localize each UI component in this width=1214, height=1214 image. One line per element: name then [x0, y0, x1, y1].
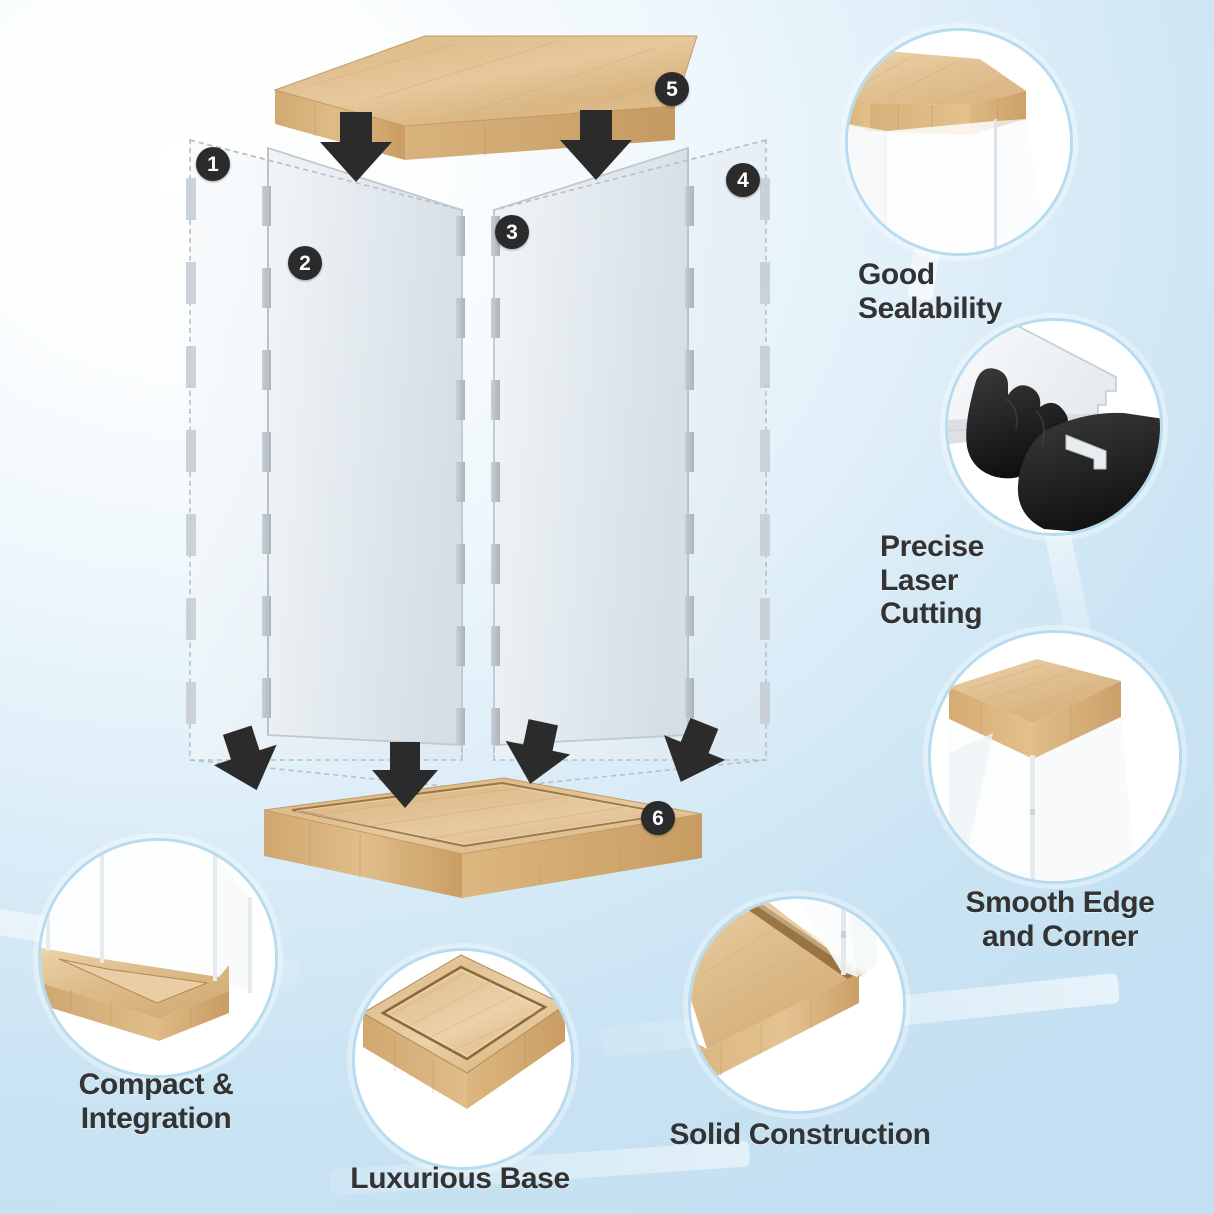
compact-integration-image — [38, 838, 278, 1078]
part-badge-3: 3 — [495, 215, 529, 249]
part-badge-5: 5 — [655, 72, 689, 106]
part-badge-4: 4 — [726, 163, 760, 197]
luxurious-base-image — [352, 948, 574, 1170]
precise-laser-cutting-image — [945, 318, 1163, 536]
assembly-arrows-group — [213, 110, 726, 808]
smooth-edge-and-corner-label: Smooth Edge and Corner — [965, 886, 1155, 953]
acrylic-panel-3 — [491, 146, 694, 746]
arrow-down-top-left — [320, 112, 392, 182]
solid-construction-image — [688, 896, 906, 1114]
part-badge-1: 1 — [196, 147, 230, 181]
solid-construction-label: Solid Construction — [669, 1118, 931, 1151]
acrylic-cage-top-outline — [189, 139, 767, 211]
part-badge-2: 2 — [288, 246, 322, 280]
luxurious-base-label: Luxurious Base — [350, 1162, 570, 1195]
arrow-down-bottom-right — [664, 717, 726, 782]
exploded-assembly-diagram: 1 2 3 4 5 6 — [186, 35, 770, 898]
good-sealability-label: Good Sealability — [858, 258, 1003, 325]
good-sealability-image — [845, 28, 1073, 256]
acrylic-panels-group — [186, 138, 770, 789]
compact-integration-label: Compact & Integration — [78, 1068, 234, 1135]
precise-laser-cutting-label: Precise Laser Cutting — [880, 530, 984, 631]
arrow-down-bottom-far-left — [213, 725, 277, 791]
arrow-down-top-right — [560, 110, 632, 180]
smooth-edge-and-corner-image — [928, 630, 1182, 884]
arrow-down-bottom-left — [372, 742, 438, 808]
acrylic-panel-2 — [262, 146, 465, 746]
arrow-down-bottom-mid — [505, 719, 571, 784]
part-badge-6: 6 — [641, 801, 675, 835]
